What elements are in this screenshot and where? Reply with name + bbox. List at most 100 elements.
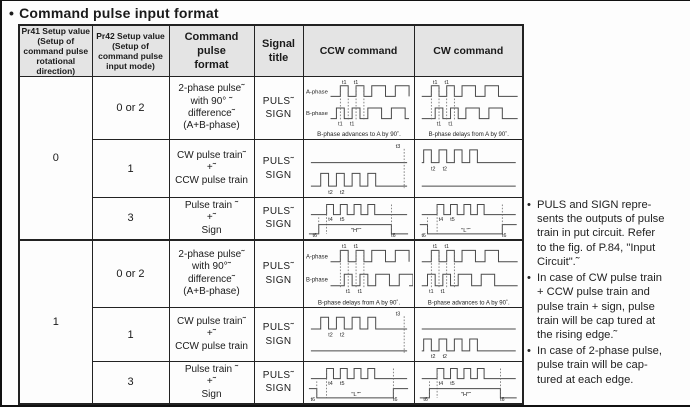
svg-text:t2: t2 <box>442 354 447 360</box>
svg-text:t4: t4 <box>328 217 333 223</box>
pulse-format-label: Pulse train ˜ +˜ Sign <box>168 197 255 241</box>
svg-text:"L"˜: "L"˜ <box>461 228 470 234</box>
header-pr41: Pr41 Setup value (Setup of command pulse… <box>18 24 93 78</box>
svg-text:t6: t6 <box>391 233 396 237</box>
svg-text:B-phase advances to A by 90˚.: B-phase advances to A by 90˚. <box>317 131 401 138</box>
table-header-row: Pr41 Setup value (Setup of command pulse… <box>18 24 524 78</box>
svg-text:t1: t1 <box>448 121 452 127</box>
pr42-value: 3 <box>91 197 170 241</box>
table-row: 1 CW pulse train˜ +˜ CCW pulse train PUL… <box>19 307 524 363</box>
table-row: 1 CW pulse train˜ +˜ CCW pulse train PUL… <box>19 139 524 199</box>
svg-text:t1: t1 <box>353 244 358 250</box>
svg-text:B-phase delays from A by 90˚.: B-phase delays from A by 90˚. <box>317 298 400 306</box>
pr42-value: 0 or 2 <box>91 238 170 309</box>
svg-text:t1: t1 <box>353 80 358 86</box>
svg-text:t2: t2 <box>328 190 332 196</box>
svg-text:t1: t1 <box>357 288 362 294</box>
note-item: • In case of 2-phase pulse, pulse train … <box>527 344 690 387</box>
svg-text:t1: t1 <box>436 121 440 127</box>
svg-text:t6: t6 <box>393 397 398 401</box>
pr42-value: 1 <box>91 307 170 363</box>
note-bullet: • <box>527 199 531 211</box>
pulse-format-label: 2-phase pulse˜ with 90° ˜ difference˜ (A… <box>168 76 255 141</box>
svg-text:A-phase: A-phase <box>305 90 327 96</box>
svg-text:t3: t3 <box>395 144 399 150</box>
svg-text:t5: t5 <box>450 217 455 223</box>
svg-text:t1: t1 <box>349 122 354 128</box>
svg-text:t1: t1 <box>429 288 433 294</box>
svg-text:t1: t1 <box>342 80 347 86</box>
note-text: PULS and SIGN repre- sents the outputs o… <box>537 199 665 268</box>
table-row: 0 0 or 2 2-phase pulse˜ with 90° ˜ diffe… <box>18 76 524 241</box>
signal-title-label: PULS˜ SIGN <box>253 197 304 241</box>
page-title: •Command pulse input format <box>9 5 219 21</box>
note-item: • In case of CW pulse train + CCW pulse … <box>527 271 690 342</box>
ccw-waveform: t2 t2 t3 <box>305 141 413 196</box>
svg-text:B-phase delays from A by 90˚.: B-phase delays from A by 90˚. <box>428 131 509 138</box>
svg-text:t2: t2 <box>328 333 333 339</box>
ccw-waveform: t4 t5 "H"˜ t6 t6 <box>305 199 413 238</box>
svg-text:t5: t5 <box>450 381 455 387</box>
svg-text:t1: t1 <box>338 122 343 128</box>
svg-text:t2: t2 <box>431 166 435 172</box>
svg-text:t6: t6 <box>500 397 505 401</box>
title-bullet: • <box>9 5 15 21</box>
svg-text:B-phase advances to A by 90˚.: B-phase advances to A by 90˚. <box>427 298 509 306</box>
svg-text:t2: t2 <box>431 354 436 360</box>
svg-text:t5: t5 <box>340 217 345 223</box>
header-cw-command: CW command <box>413 24 524 78</box>
pulse-format-label: 2-phase pulse˜ with 90°˜ difference˜ (A+… <box>168 238 255 309</box>
pr41-value-0: 0 <box>18 76 93 241</box>
note-text: In case of 2-phase pulse, pulse train wi… <box>537 345 663 386</box>
signal-title-label: PULS˜ SIGN <box>253 307 304 363</box>
svg-text:B-phase: B-phase <box>305 277 327 283</box>
pulse-format-label: CW pulse train˜ +˜ CCW pulse train <box>168 307 255 363</box>
svg-text:"H"˜: "H"˜ <box>350 228 360 234</box>
cw-waveform: t2 t2 <box>416 309 522 360</box>
svg-text:t5: t5 <box>340 381 345 387</box>
svg-text:t1: t1 <box>432 80 436 86</box>
note-bullet: • <box>527 272 531 285</box>
svg-text:t6: t6 <box>310 397 315 401</box>
cw-waveform: t2 t2 <box>416 141 522 196</box>
pr41-value-1: 1 <box>18 238 93 405</box>
svg-text:t6: t6 <box>423 397 428 401</box>
svg-text:t4: t4 <box>438 381 443 387</box>
header-pr42: Pr42 Setup value (Setup of command pulse… <box>91 24 170 78</box>
pr42-value: 1 <box>91 139 170 199</box>
signal-title-label: PULS˜ SIGN <box>253 238 304 309</box>
pr42-value: 0 or 2 <box>91 76 170 141</box>
header-command-pulse-format: Command pulse format <box>168 24 255 78</box>
svg-text:t2: t2 <box>340 190 344 196</box>
note-bullet: • <box>527 345 531 358</box>
header-ccw-command: CCW command <box>302 24 415 78</box>
note-item: • PULS and SIGN repre- sents the outputs… <box>527 198 690 269</box>
header-signal-title: Signal title <box>253 24 304 78</box>
svg-text:"L"˜: "L"˜ <box>351 392 361 398</box>
note-text: In case of CW pulse train + CCW pulse tr… <box>537 272 662 341</box>
pulse-format-label: CW pulse train˜ +˜ CCW pulse train <box>168 139 255 199</box>
svg-text:t1: t1 <box>444 80 448 86</box>
svg-text:t3: t3 <box>395 312 400 318</box>
svg-text:t1: t1 <box>440 288 444 294</box>
table-row: 1 0 or 2 2-phase pulse˜ with 90°˜ differ… <box>18 238 524 405</box>
svg-text:t1: t1 <box>345 288 350 294</box>
svg-text:t6: t6 <box>502 233 507 237</box>
svg-text:t2: t2 <box>442 166 446 172</box>
signal-title-label: PULS˜ SIGN <box>253 76 304 141</box>
svg-text:t6: t6 <box>312 233 317 237</box>
table-row: 3 Pulse train ˜ +˜ Sign PULS˜ SIGN t4 t5 "… <box>19 197 524 241</box>
svg-text:B-phase: B-phase <box>305 111 327 117</box>
pulse-format-label: Pulse train ˜ +˜ Sign <box>168 361 255 405</box>
svg-text:t1: t1 <box>342 244 347 250</box>
side-notes: • PULS and SIGN repre- sents the outputs… <box>527 198 690 389</box>
